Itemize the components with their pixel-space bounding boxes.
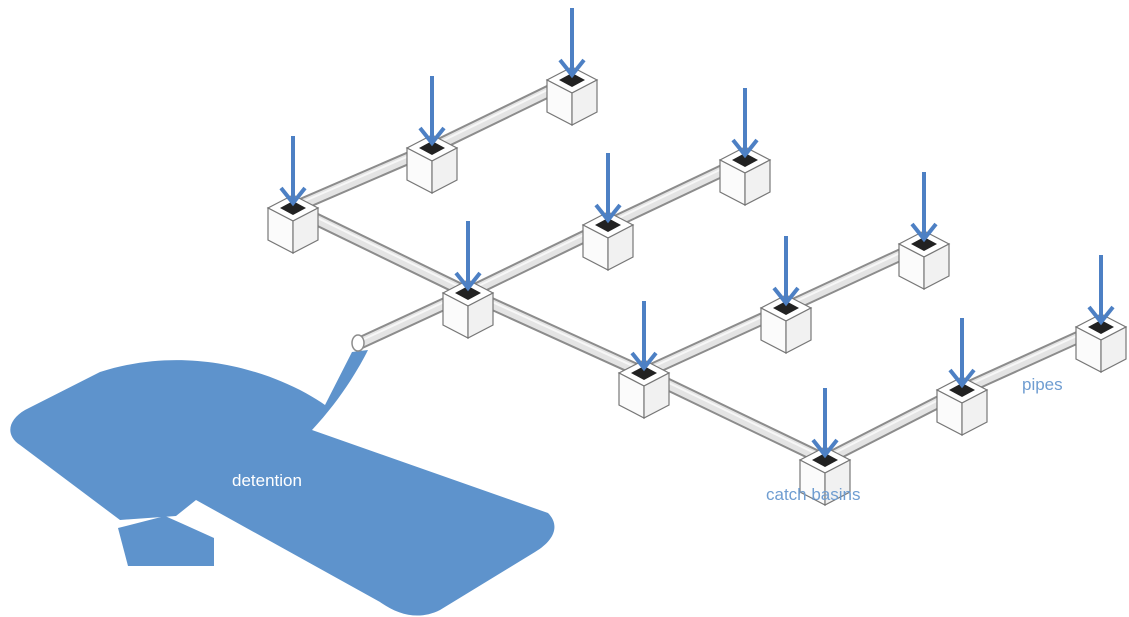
arrow-down-icon <box>910 172 938 243</box>
pipe <box>637 366 832 467</box>
catch-basin <box>759 236 813 354</box>
arrow-down-icon <box>630 301 658 372</box>
catch-basins-label: catch basins <box>766 485 861 504</box>
catch-basins-group <box>266 8 1128 506</box>
discharge-channel <box>118 516 214 566</box>
arrow-down-icon <box>772 236 800 307</box>
arrow-down-icon <box>948 318 976 389</box>
arrow-down-icon <box>454 221 482 292</box>
pipes-label: pipes <box>1022 375 1063 394</box>
pipe <box>461 286 651 380</box>
discharge-label: discharge <box>124 568 198 587</box>
catch-basin <box>441 221 495 339</box>
arrow-down-icon <box>558 8 586 79</box>
catch-basin <box>1074 255 1128 373</box>
catch-basin <box>718 88 772 206</box>
pipe <box>286 201 475 300</box>
catch-basin <box>798 388 852 506</box>
arrow-down-icon <box>279 136 307 207</box>
catch-basin <box>581 153 635 271</box>
detention-pond <box>10 350 555 616</box>
outlet-pipe-mouth <box>351 334 365 352</box>
catch-basin <box>897 172 951 290</box>
catch-basin <box>545 8 599 126</box>
catch-basin <box>935 318 989 436</box>
arrow-down-icon <box>594 153 622 224</box>
arrow-down-icon <box>418 76 446 147</box>
catch-basin <box>617 301 671 419</box>
detention-label: detention <box>232 471 302 490</box>
catch-basin <box>266 136 320 254</box>
detention-water <box>10 350 555 616</box>
arrow-down-icon <box>731 88 759 159</box>
arrow-down-icon <box>1087 255 1115 326</box>
catch-basin <box>405 76 459 194</box>
arrow-down-icon <box>811 388 839 459</box>
